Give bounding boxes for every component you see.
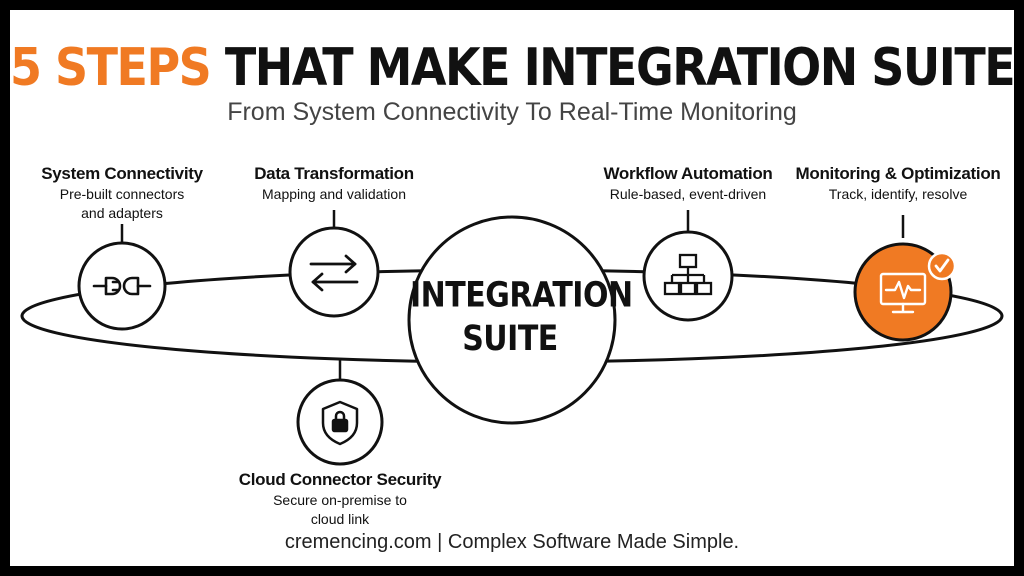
arrows-exchange-icon: [309, 254, 359, 292]
center-hub-circle: [407, 215, 617, 425]
step-title: Monitoring & Optimization: [795, 164, 1001, 183]
step-node-system-connectivity: [77, 241, 167, 331]
step-title: Workflow Automation: [603, 164, 773, 183]
footer-credit: cremencing.com | Complex Software Made S…: [284, 531, 740, 553]
page-subtitle: From System Connectivity To Real-Time Mo…: [227, 98, 797, 126]
step-label-data-transformation: Data Transformation Mapping and validati…: [234, 164, 434, 203]
monitor-pulse-icon: [879, 272, 927, 314]
step-description: Secure on-premise to: [273, 492, 407, 508]
step-label-system-connectivity: System Connectivity Pre-built connectors…: [22, 164, 222, 222]
plug-icon: [92, 276, 152, 296]
shield-lock-icon: [321, 400, 359, 446]
step-label-monitoring-optimization: Monitoring & Optimization Track, identif…: [788, 164, 1008, 203]
center-hub-line2: SUITE: [462, 319, 558, 360]
step-description: and adapters: [81, 205, 163, 221]
check-icon: [927, 251, 957, 281]
title-rest: THAT MAKE INTEGRATION SUITE WORK: [224, 36, 1014, 98]
page-title: 5 STEPS THAT MAKE INTEGRATION SUITE WORK: [10, 37, 1014, 97]
step-node-workflow-automation: [642, 230, 734, 322]
step-description: Mapping and validation: [262, 186, 406, 202]
center-hub-label: INTEGRATION SUITE: [410, 274, 633, 361]
title-highlight: 5 STEPS: [10, 36, 212, 98]
step-label-workflow-automation: Workflow Automation Rule-based, event-dr…: [583, 164, 793, 203]
step-description: Rule-based, event-driven: [609, 186, 767, 202]
step-node-cloud-connector-security: [296, 378, 384, 466]
step-title: Cloud Connector Security: [238, 470, 442, 489]
step-title: Data Transformation: [254, 164, 414, 183]
infographic-canvas: 5 STEPS THAT MAKE INTEGRATION SUITE WORK…: [10, 10, 1014, 566]
step-description: Track, identify, resolve: [828, 186, 968, 202]
diagram: [20, 210, 1004, 466]
step-description: cloud link: [310, 511, 370, 527]
step-node-data-transformation: [288, 226, 380, 318]
step-node-monitoring-optimization: [853, 242, 957, 342]
center-hub-line1: INTEGRATION: [410, 275, 633, 316]
step-label-cloud-connector-security: Cloud Connector Security Secure on-premi…: [218, 470, 462, 528]
step-title: System Connectivity: [41, 164, 203, 183]
step-description: Pre-built connectors: [59, 186, 185, 202]
workflow-tree-icon: [663, 253, 713, 296]
